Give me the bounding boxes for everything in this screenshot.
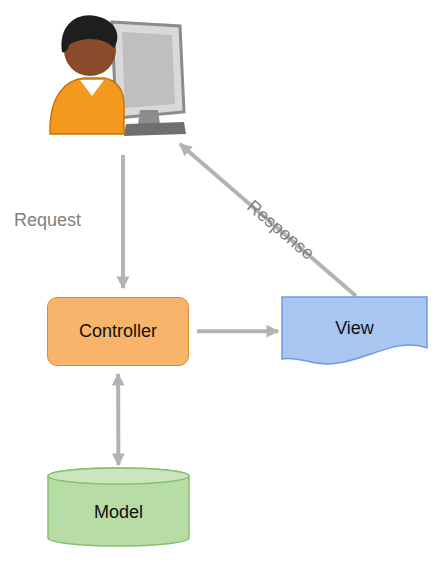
person-hair: [62, 15, 118, 52]
monitor-neck: [138, 110, 160, 124]
node-text-group: Controller: [79, 321, 157, 342]
request-arrow: [121, 155, 125, 288]
view-document: View: [281, 296, 428, 366]
cylinder-top: [48, 468, 189, 484]
node-label: View: [335, 318, 374, 339]
person-collar: [80, 80, 104, 96]
node-text-group: Model: [94, 492, 143, 523]
node-text-group: View: [335, 318, 374, 339]
flow-arrow: [116, 374, 120, 465]
response-arrow: [180, 144, 356, 296]
person-body: [50, 78, 124, 134]
monitor-panel: [122, 32, 175, 108]
cylinder-body: [48, 468, 189, 546]
node-label: Model: [94, 502, 143, 523]
user-illustration: [50, 15, 186, 136]
model-cylinder: Model: [47, 468, 190, 546]
response-label: Response: [243, 196, 319, 264]
monitor-stand: [124, 122, 186, 136]
flow-arrow: [197, 329, 278, 333]
node-label: Controller: [79, 321, 157, 342]
request-label: Request: [14, 210, 81, 231]
document-shape: [282, 297, 427, 364]
controller-box: Controller: [47, 297, 189, 366]
